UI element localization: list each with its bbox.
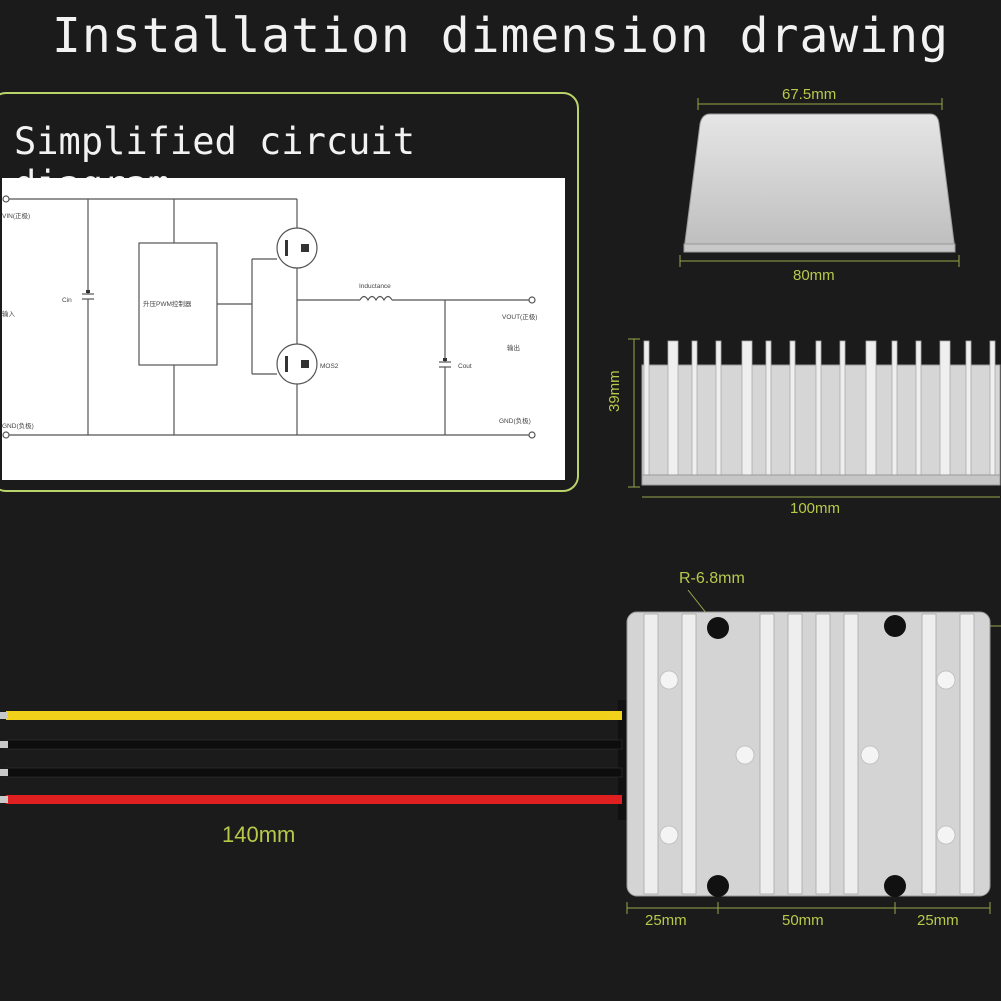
circuit-schematic: VIN(正极) 输入 Cin GND(负极) 升压PWM控制器 Inductan… — [2, 195, 537, 439]
vout-label: VOUT(正极) — [502, 312, 537, 321]
base-width-label: 80mm — [793, 267, 835, 284]
center-spacing-label: 50mm — [782, 912, 824, 929]
length-label: 100mm — [790, 500, 841, 517]
gnd-right-label: GND(负极) — [499, 416, 531, 425]
red-wire — [0, 795, 622, 804]
wire-bundle — [0, 700, 632, 820]
circuit-diagram: VIN(正极) 输入 Cin GND(负极) 升压PWM控制器 Inductan… — [2, 178, 565, 480]
top-width-label: 67.5mm — [782, 86, 837, 103]
inductance-label: Inductance — [359, 283, 391, 290]
circuit-panel: Simplified circuit diagram — [0, 92, 579, 492]
cout-label: Cout — [458, 363, 472, 370]
height-label: 39mm — [606, 370, 623, 412]
wire-length-label: 140mm — [222, 822, 296, 847]
gnd-left-label: GND(负极) — [2, 421, 34, 430]
hole-radius-label: R-6.8mm — [679, 570, 745, 587]
mos2-label: MOS2 — [320, 363, 339, 370]
housing-body — [626, 611, 991, 897]
controller-label: 升压PWM控制器 — [143, 299, 192, 308]
black-wire-2 — [0, 767, 623, 778]
black-wire-1 — [0, 739, 623, 750]
output-label: 输出 — [507, 343, 520, 352]
mounting-holes — [707, 615, 906, 897]
right-spacing-label: 25mm — [917, 912, 959, 929]
page-title: Installation dimension drawing — [52, 8, 949, 64]
input-label: 输入 — [2, 309, 16, 318]
yellow-wire — [0, 711, 622, 720]
side-view-drawing — [628, 338, 1001, 498]
top-view-drawing — [626, 590, 1001, 914]
vin-label: VIN(正极) — [2, 211, 30, 220]
left-spacing-label: 25mm — [645, 912, 687, 929]
cin-label: Cin — [62, 297, 72, 304]
end-view-drawing — [679, 98, 960, 267]
